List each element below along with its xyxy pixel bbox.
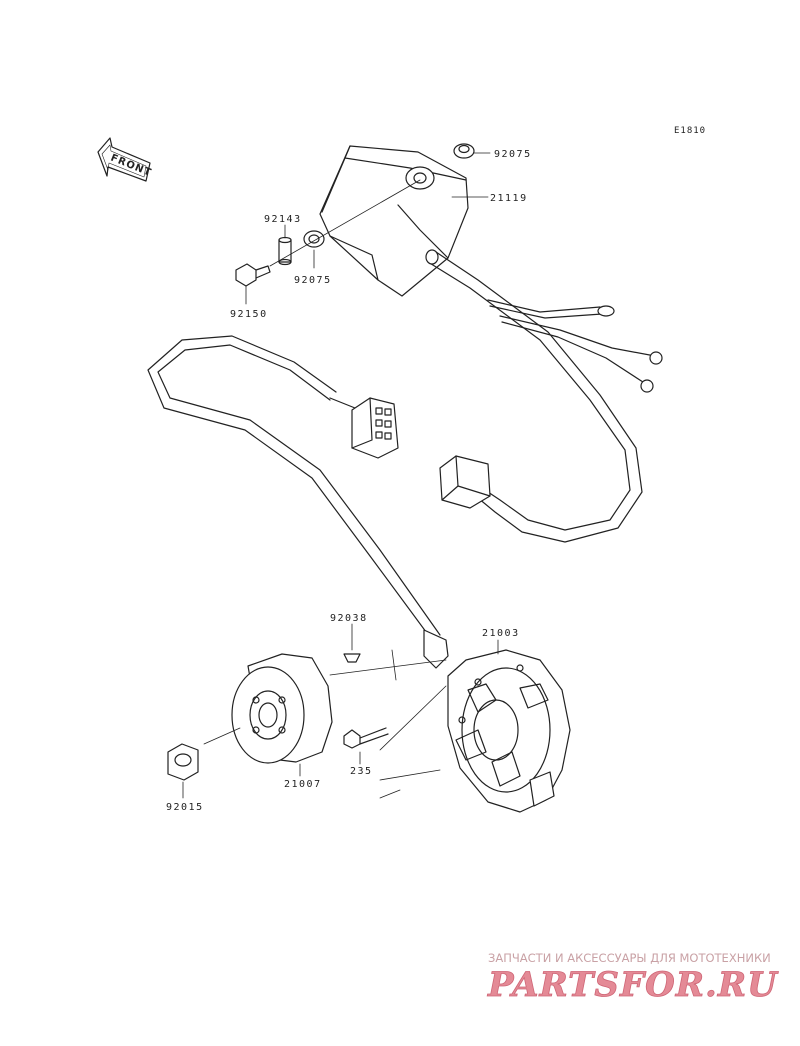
- stator: [329, 649, 571, 813]
- part-label-21003: 21003: [482, 628, 520, 639]
- part-label-235: 235: [350, 766, 373, 777]
- part-label-92038: 92038: [330, 613, 368, 624]
- part-label-21007: 21007: [284, 779, 322, 790]
- part-label-92075-lower: 92075: [294, 275, 332, 286]
- stator-harness: [147, 335, 449, 669]
- part-label-92143: 92143: [264, 214, 302, 225]
- watermark-logo: PARTSFOR.RU: [487, 965, 779, 1005]
- part-label-92015: 92015: [166, 802, 204, 813]
- watermark-tagline: ЗАПЧАСТИ И АКСЕССУАРЫ ДЛЯ МОТОТЕХНИКИ: [488, 951, 771, 965]
- diagram-code: E1810: [674, 126, 706, 136]
- part-label-92150: 92150: [230, 309, 268, 320]
- front-arrow-icon: [97, 137, 151, 182]
- flywheel: [203, 653, 333, 764]
- part-label-92075-top: 92075: [494, 149, 532, 160]
- screw-235: [343, 727, 389, 749]
- cdi-harness: [425, 249, 663, 543]
- part-label-21119: 21119: [490, 193, 528, 204]
- flywheel-nut: [167, 743, 199, 781]
- woodruff-key: [343, 653, 361, 663]
